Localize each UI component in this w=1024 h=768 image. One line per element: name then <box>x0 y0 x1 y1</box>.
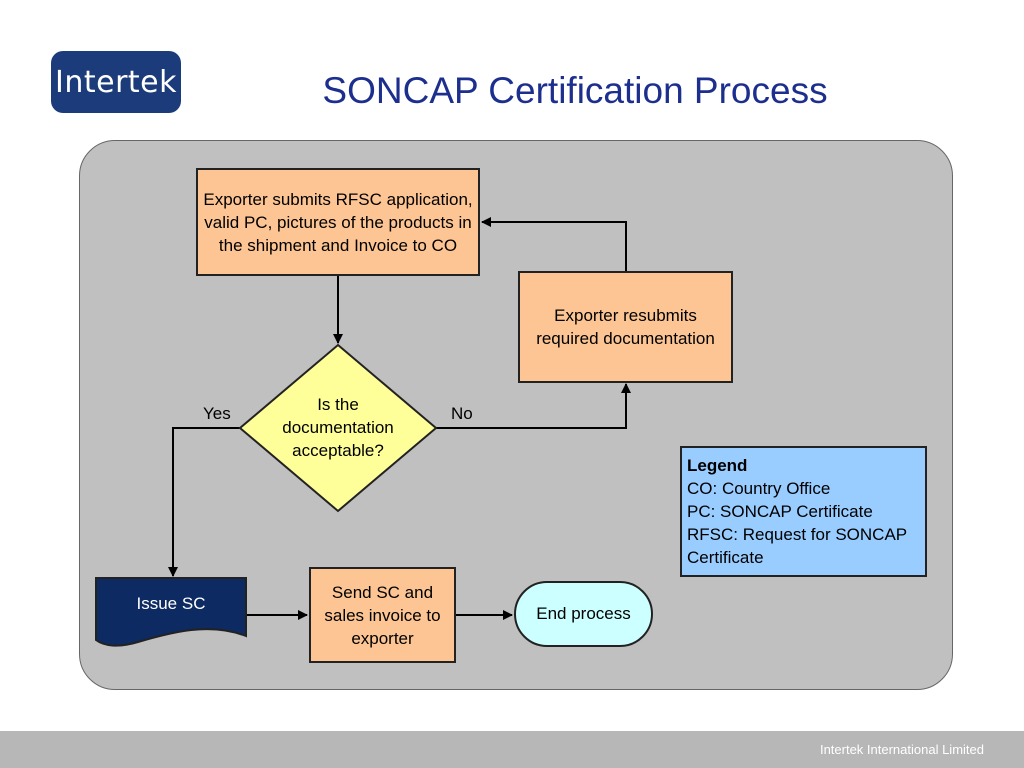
legend-box: Legend CO: Country Office PC: SONCAP Cer… <box>680 446 927 577</box>
exporter-resubmits-box: Exporter resubmits required documentatio… <box>518 271 733 383</box>
issue-sc-label: Issue SC <box>136 594 206 613</box>
exporter-submits-box: Exporter submits RFSC application, valid… <box>196 168 480 276</box>
arrow-resubmit-to-submit <box>481 217 627 271</box>
arrow-yes-to-issue <box>168 427 240 577</box>
arrow-no-to-resubmit <box>436 383 631 429</box>
decision-label: Is the documentation acceptable? <box>282 395 394 460</box>
decision-diamond <box>238 343 438 513</box>
issue-sc-document-shape <box>95 577 247 647</box>
intertek-logo: Intertek <box>51 51 181 113</box>
slide-title: SONCAP Certification Process <box>322 70 828 111</box>
legend-item-co: CO: Country Office <box>687 479 831 498</box>
legend-title: Legend <box>687 456 748 475</box>
end-process-terminal: End process <box>514 581 653 647</box>
legend-item-rfsc: RFSC: Request for SONCAP Certificate <box>687 525 907 567</box>
legend-item-pc: PC: SONCAP Certificate <box>687 502 873 521</box>
footer-bar: Intertek International Limited <box>0 731 1024 768</box>
no-label: No <box>451 404 473 423</box>
yes-label: Yes <box>203 404 231 423</box>
send-sc-box: Send SC and sales invoice to exporter <box>309 567 456 663</box>
footer-text: Intertek International Limited <box>819 742 984 757</box>
